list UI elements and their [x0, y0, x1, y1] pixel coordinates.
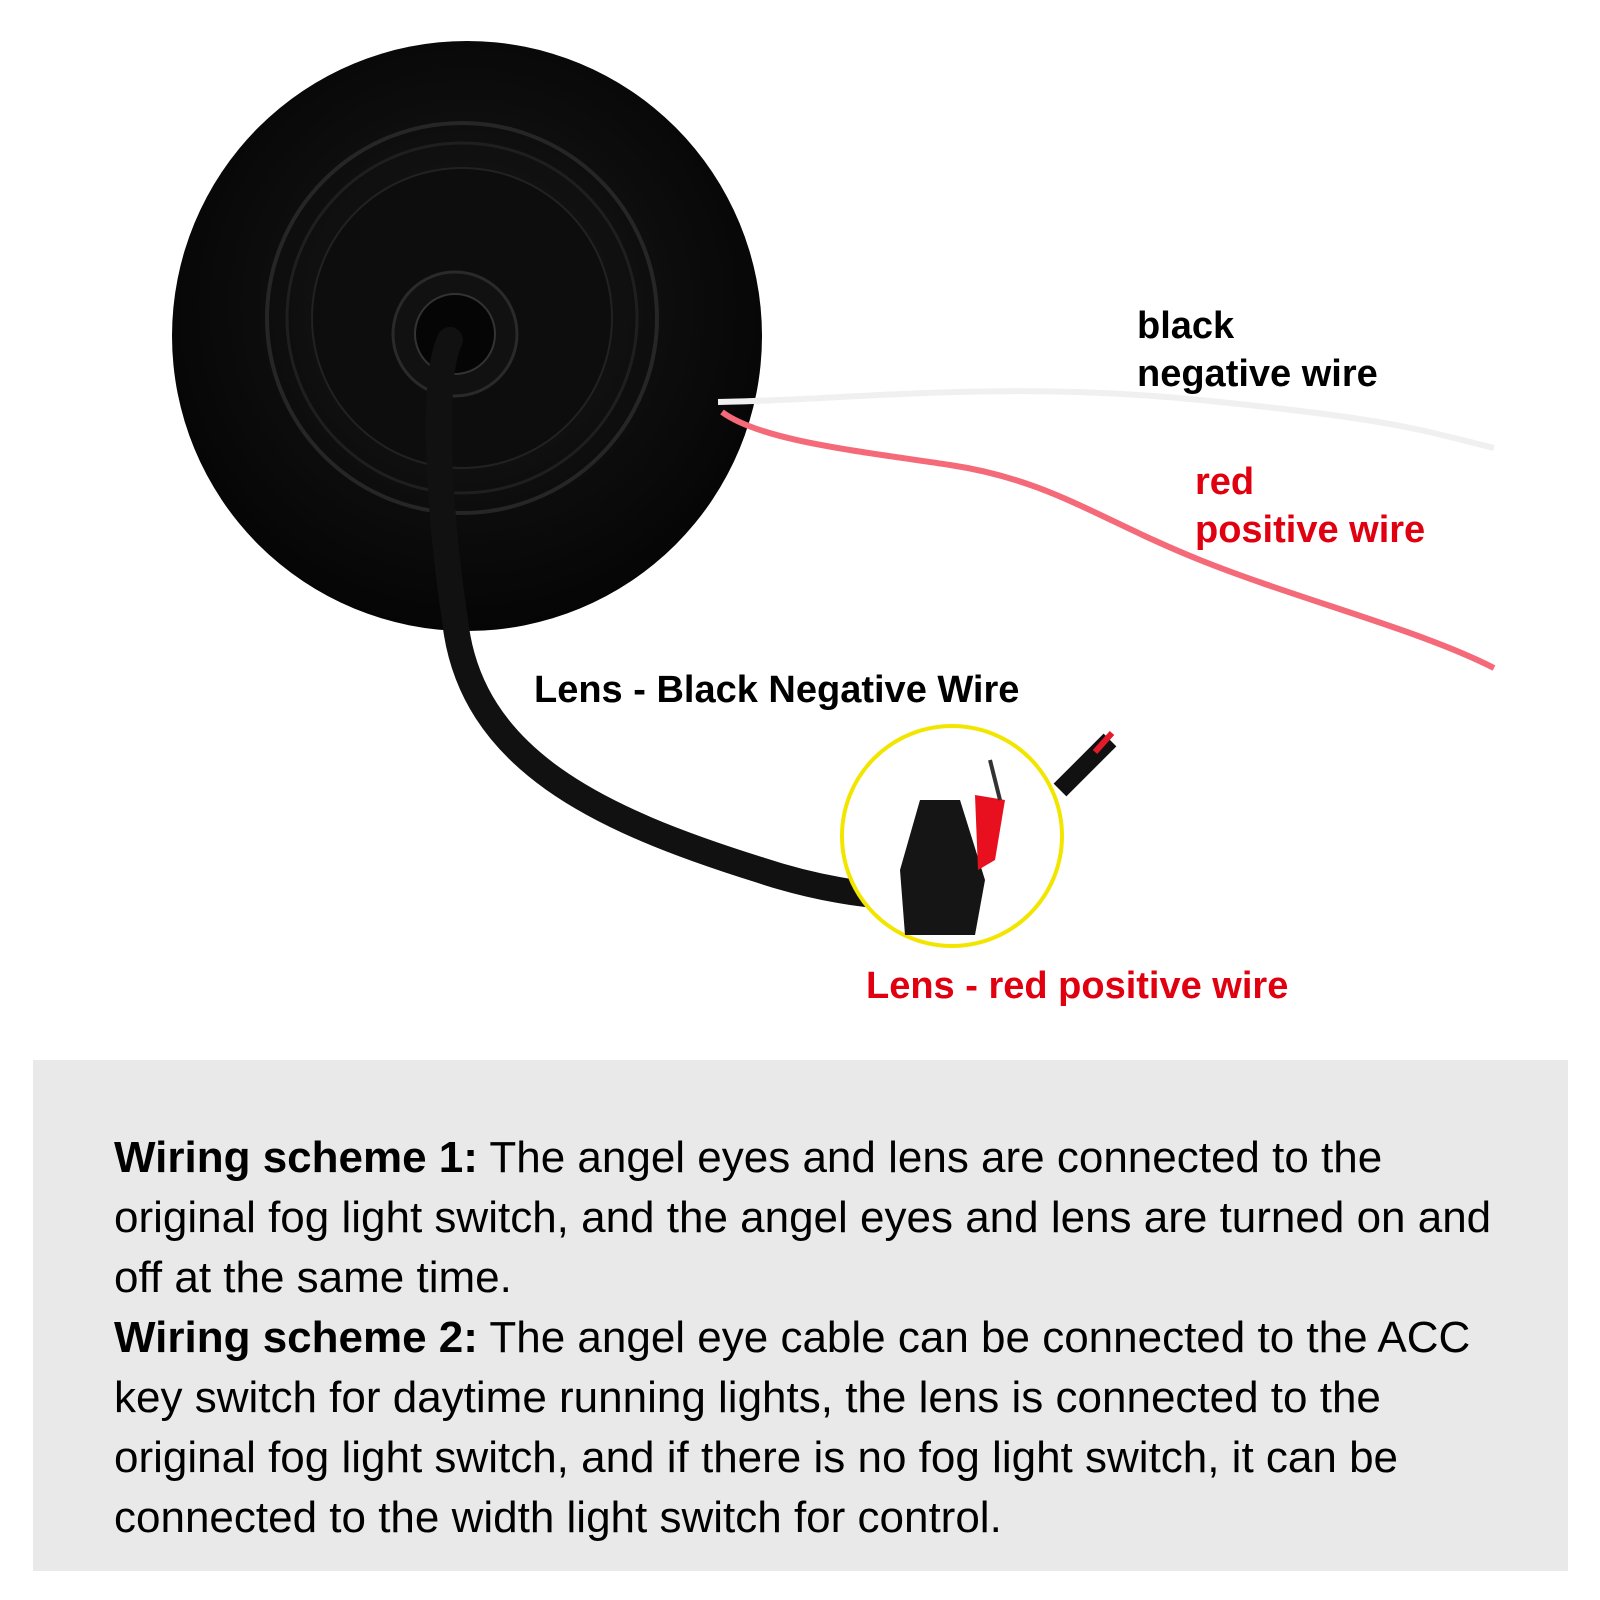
light-housing-disc [172, 41, 762, 631]
highlight-circle [840, 724, 1064, 948]
label-line: negative wire [1137, 353, 1378, 395]
white-wire [717, 388, 1495, 451]
scheme1-title: Wiring scheme 1: [114, 1133, 478, 1182]
lens-black-wire-label: Lens - Black Negative Wire [534, 669, 1020, 711]
lens-red-wire-label: Lens - red positive wire [866, 965, 1289, 1007]
description-panel: Wiring scheme 1: The angel eyes and lens… [33, 1060, 1568, 1571]
description-text: Wiring scheme 1: The angel eyes and lens… [114, 1128, 1534, 1548]
label-line: positive wire [1195, 509, 1426, 551]
black-negative-wire-label: black negative wire [1137, 302, 1378, 398]
scheme1-text: The angel eyes and lens are connected to… [114, 1133, 1492, 1302]
product-photo [172, 41, 1496, 948]
red-wire [720, 409, 1496, 671]
red-positive-wire-label: red positive wire [1195, 458, 1425, 554]
label-line: red [1195, 461, 1255, 503]
black-cable [425, 327, 893, 908]
scheme2-title: Wiring scheme 2: [114, 1313, 478, 1362]
cable-end-detail [1053, 730, 1117, 797]
scheme2-text: The angel eye cable can be connected to … [114, 1313, 1471, 1542]
label-line: black [1137, 305, 1235, 347]
